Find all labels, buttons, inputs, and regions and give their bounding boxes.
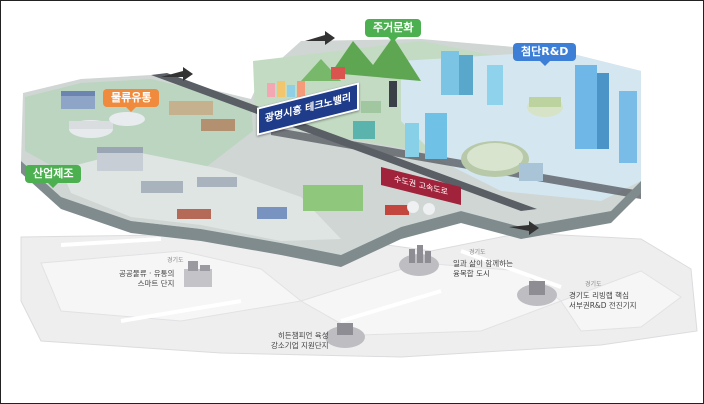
zone-tag-manufacturing: 산업제조: [25, 165, 82, 188]
zone-tag-logistics: 물류유통: [103, 89, 160, 112]
badge-gyeonggi-rnd: 경기도: [585, 281, 602, 288]
road-arrows: [161, 31, 539, 235]
badge-gyeonggi-livework: 경기도: [469, 249, 486, 256]
zone-tag-rnd: 첨단R&D: [513, 43, 577, 66]
logistics-buildings: [61, 91, 435, 219]
label-logistics-hub: 공공물류 · 유통의 스마트 단지: [119, 269, 175, 288]
housing-buildings: [267, 67, 397, 139]
label-live-work: 일과 삶이 함께하는 융복합 도시: [453, 259, 513, 278]
future-map: [20, 232, 698, 358]
badge-gyeonggi-logistics: 경기도: [167, 257, 184, 264]
zone-tag-housing: 주거문화: [365, 19, 422, 42]
label-rnd-hub: 경기도 리빙랩 핵심 서부권R&D 전진기지: [569, 291, 637, 310]
label-sme-support: 히든챔피언 육성 강소기업 지원단지: [271, 331, 329, 350]
rnd-towers: [405, 51, 637, 181]
